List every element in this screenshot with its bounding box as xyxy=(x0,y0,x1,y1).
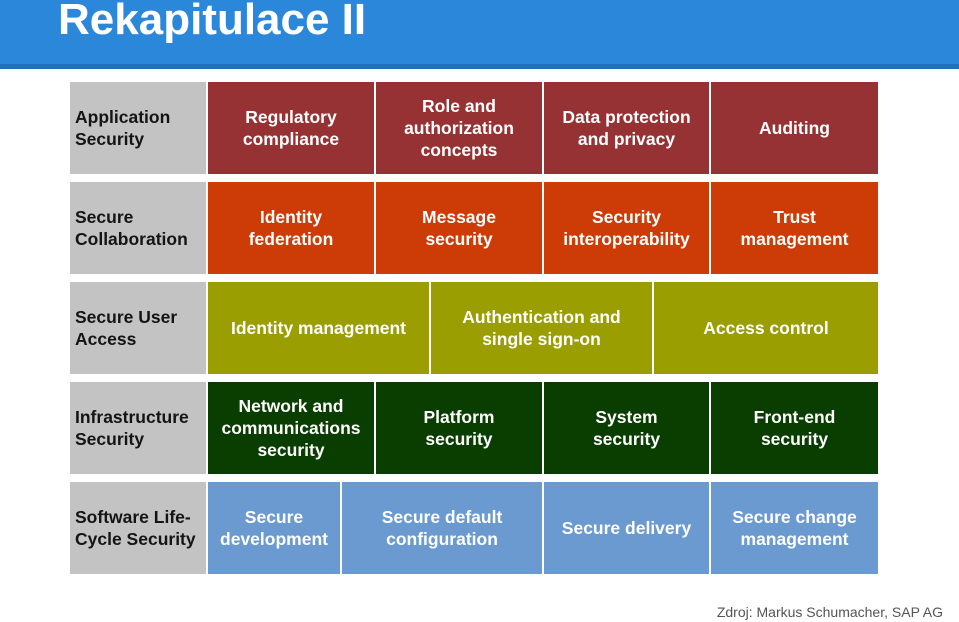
layer-item-text: Secure default configuration xyxy=(381,507,503,549)
layer-label-text: Secure User Access xyxy=(75,307,178,349)
layer-item-text: Auditing xyxy=(759,118,830,138)
layer-label: Secure User Access xyxy=(70,282,208,374)
layer-item-text: Front-end security xyxy=(753,407,836,449)
layer-item: Secure default configuration xyxy=(342,482,544,574)
layer-secure-user-access: Secure User Access Identity management A… xyxy=(70,282,878,374)
layer-item: Message security xyxy=(376,182,544,274)
layer-software-lifecycle-security: Software Life- Cycle Security Secure dev… xyxy=(70,482,878,574)
layer-infrastructure-security: Infrastructure Security Network and comm… xyxy=(70,382,878,474)
layer-label-text: Software Life- Cycle Security xyxy=(75,507,196,549)
layer-label: Infrastructure Security xyxy=(70,382,208,474)
layer-item-text: Trust management xyxy=(740,207,849,249)
layer-item-text: Secure delivery xyxy=(561,518,692,538)
layer-item-text: Role and authorization concepts xyxy=(404,96,514,160)
layer-item: Identity federation xyxy=(208,182,376,274)
layer-label: Software Life- Cycle Security xyxy=(70,482,208,574)
slide-title: Rekapitulace II xyxy=(58,0,367,44)
layer-item: Access control xyxy=(654,282,878,374)
layer-item-text: Identity federation xyxy=(248,207,334,249)
title-bar xyxy=(0,0,959,64)
layer-item-text: Regulatory compliance xyxy=(242,107,340,149)
layer-item-text: Access control xyxy=(703,318,829,338)
layer-label-text: Secure Collaboration xyxy=(75,207,188,249)
layer-label: Secure Collaboration xyxy=(70,182,208,274)
security-layers-diagram: Application Security Regulatory complian… xyxy=(70,82,878,574)
layer-item-text: System security xyxy=(592,407,661,449)
layer-label: Application Security xyxy=(70,82,208,174)
layer-item: Role and authorization concepts xyxy=(376,82,544,174)
layer-secure-collaboration: Secure Collaboration Identity federation… xyxy=(70,182,878,274)
layer-item: Auditing xyxy=(711,82,878,174)
layer-item: Platform security xyxy=(376,382,544,474)
layer-item-text: Message security xyxy=(422,207,496,249)
layer-item-text: Data protection and privacy xyxy=(562,107,691,149)
source-credit: Zdroj: Markus Schumacher, SAP AG xyxy=(716,604,943,620)
layer-item: Authentication and single sign-on xyxy=(431,282,654,374)
layer-item: Data protection and privacy xyxy=(544,82,711,174)
layer-application-security: Application Security Regulatory complian… xyxy=(70,82,878,174)
layer-item: Secure development xyxy=(208,482,342,574)
layer-item-text: Secure change management xyxy=(732,507,857,549)
layer-item: System security xyxy=(544,382,711,474)
layer-item-text: Platform security xyxy=(423,407,495,449)
layer-item: Secure change management xyxy=(711,482,878,574)
layer-label-text: Application Security xyxy=(75,107,171,149)
layer-item: Network and communications security xyxy=(208,382,376,474)
layer-item-text: Security interoperability xyxy=(563,207,690,249)
layer-label-text: Infrastructure Security xyxy=(75,407,189,449)
title-bar-divider xyxy=(0,64,959,69)
layer-item: Front-end security xyxy=(711,382,878,474)
layer-item: Regulatory compliance xyxy=(208,82,376,174)
layer-item: Identity management xyxy=(208,282,431,374)
layer-item-text: Identity management xyxy=(230,318,407,338)
layer-item-text: Network and communications security xyxy=(221,396,361,460)
layer-item-text: Authentication and single sign-on xyxy=(462,307,621,349)
layer-item: Trust management xyxy=(711,182,878,274)
layer-item-text: Secure development xyxy=(220,507,328,549)
layer-item: Secure delivery xyxy=(544,482,711,574)
layer-item: Security interoperability xyxy=(544,182,711,274)
